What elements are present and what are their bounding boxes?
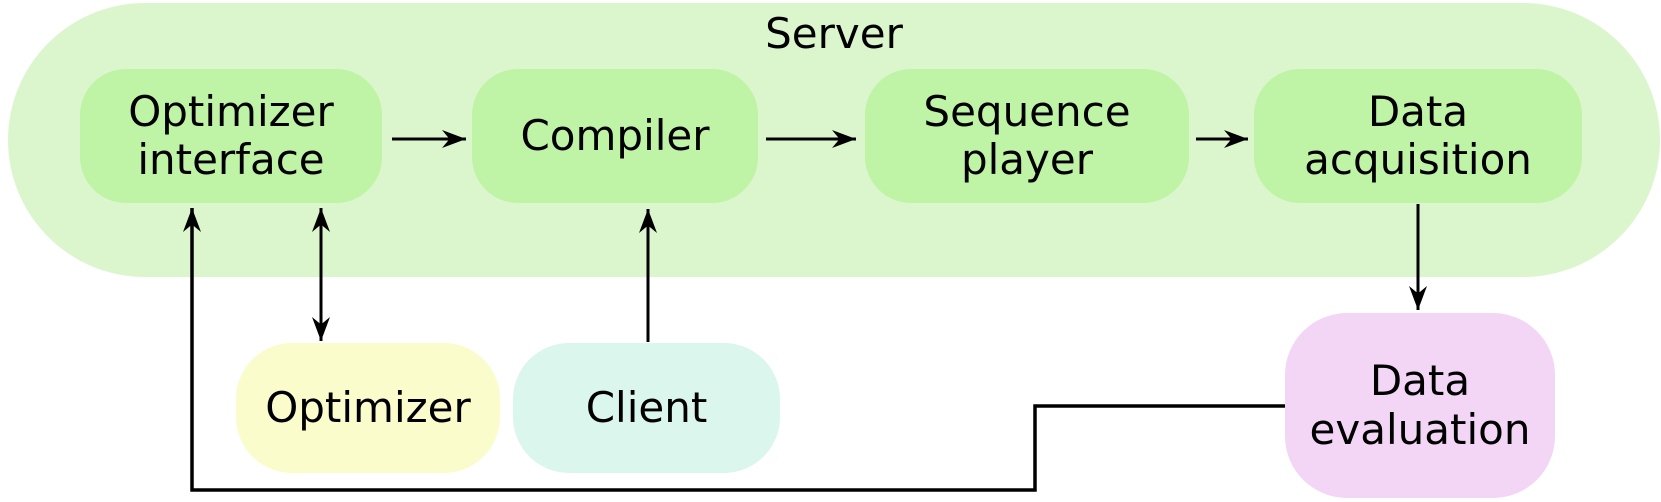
node-optimizer-interface: Optimizer interface xyxy=(80,69,382,203)
node-compiler: Compiler xyxy=(472,69,758,203)
node-data-acquisition: Data acquisition xyxy=(1254,69,1582,203)
node-sequence-player: Sequence player xyxy=(865,69,1189,203)
node-data-evaluation: Data evaluation xyxy=(1285,313,1555,498)
node-client: Client xyxy=(513,343,780,473)
node-optimizer: Optimizer xyxy=(236,343,500,473)
server-group-label: Server xyxy=(765,9,903,58)
